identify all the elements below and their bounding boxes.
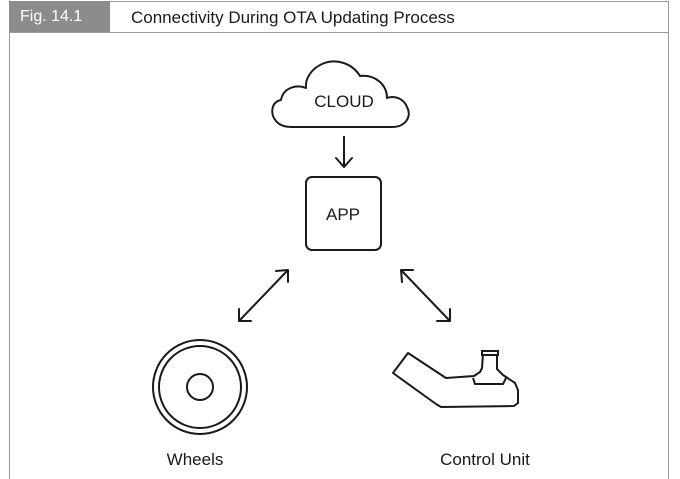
header-divider — [9, 32, 669, 33]
figure-title: Connectivity During OTA Updating Process — [131, 8, 455, 27]
figure-number-tag: Fig. 14.1 — [9, 1, 110, 32]
arrow-app-wheels-bidirectional — [238, 269, 289, 322]
app-label: APP — [325, 205, 361, 224]
wheel-icon — [152, 339, 248, 435]
control-unit-label: Control Unit — [440, 450, 530, 469]
app-box — [305, 176, 382, 251]
arrow-cloud-to-app — [335, 136, 353, 168]
cloud-label: CLOUD — [314, 92, 374, 111]
wheels-label: Wheels — [166, 450, 224, 469]
cloud-icon — [271, 60, 410, 128]
arrow-app-control-unit-bidirectional — [400, 269, 451, 322]
control-unit-icon — [392, 350, 519, 408]
